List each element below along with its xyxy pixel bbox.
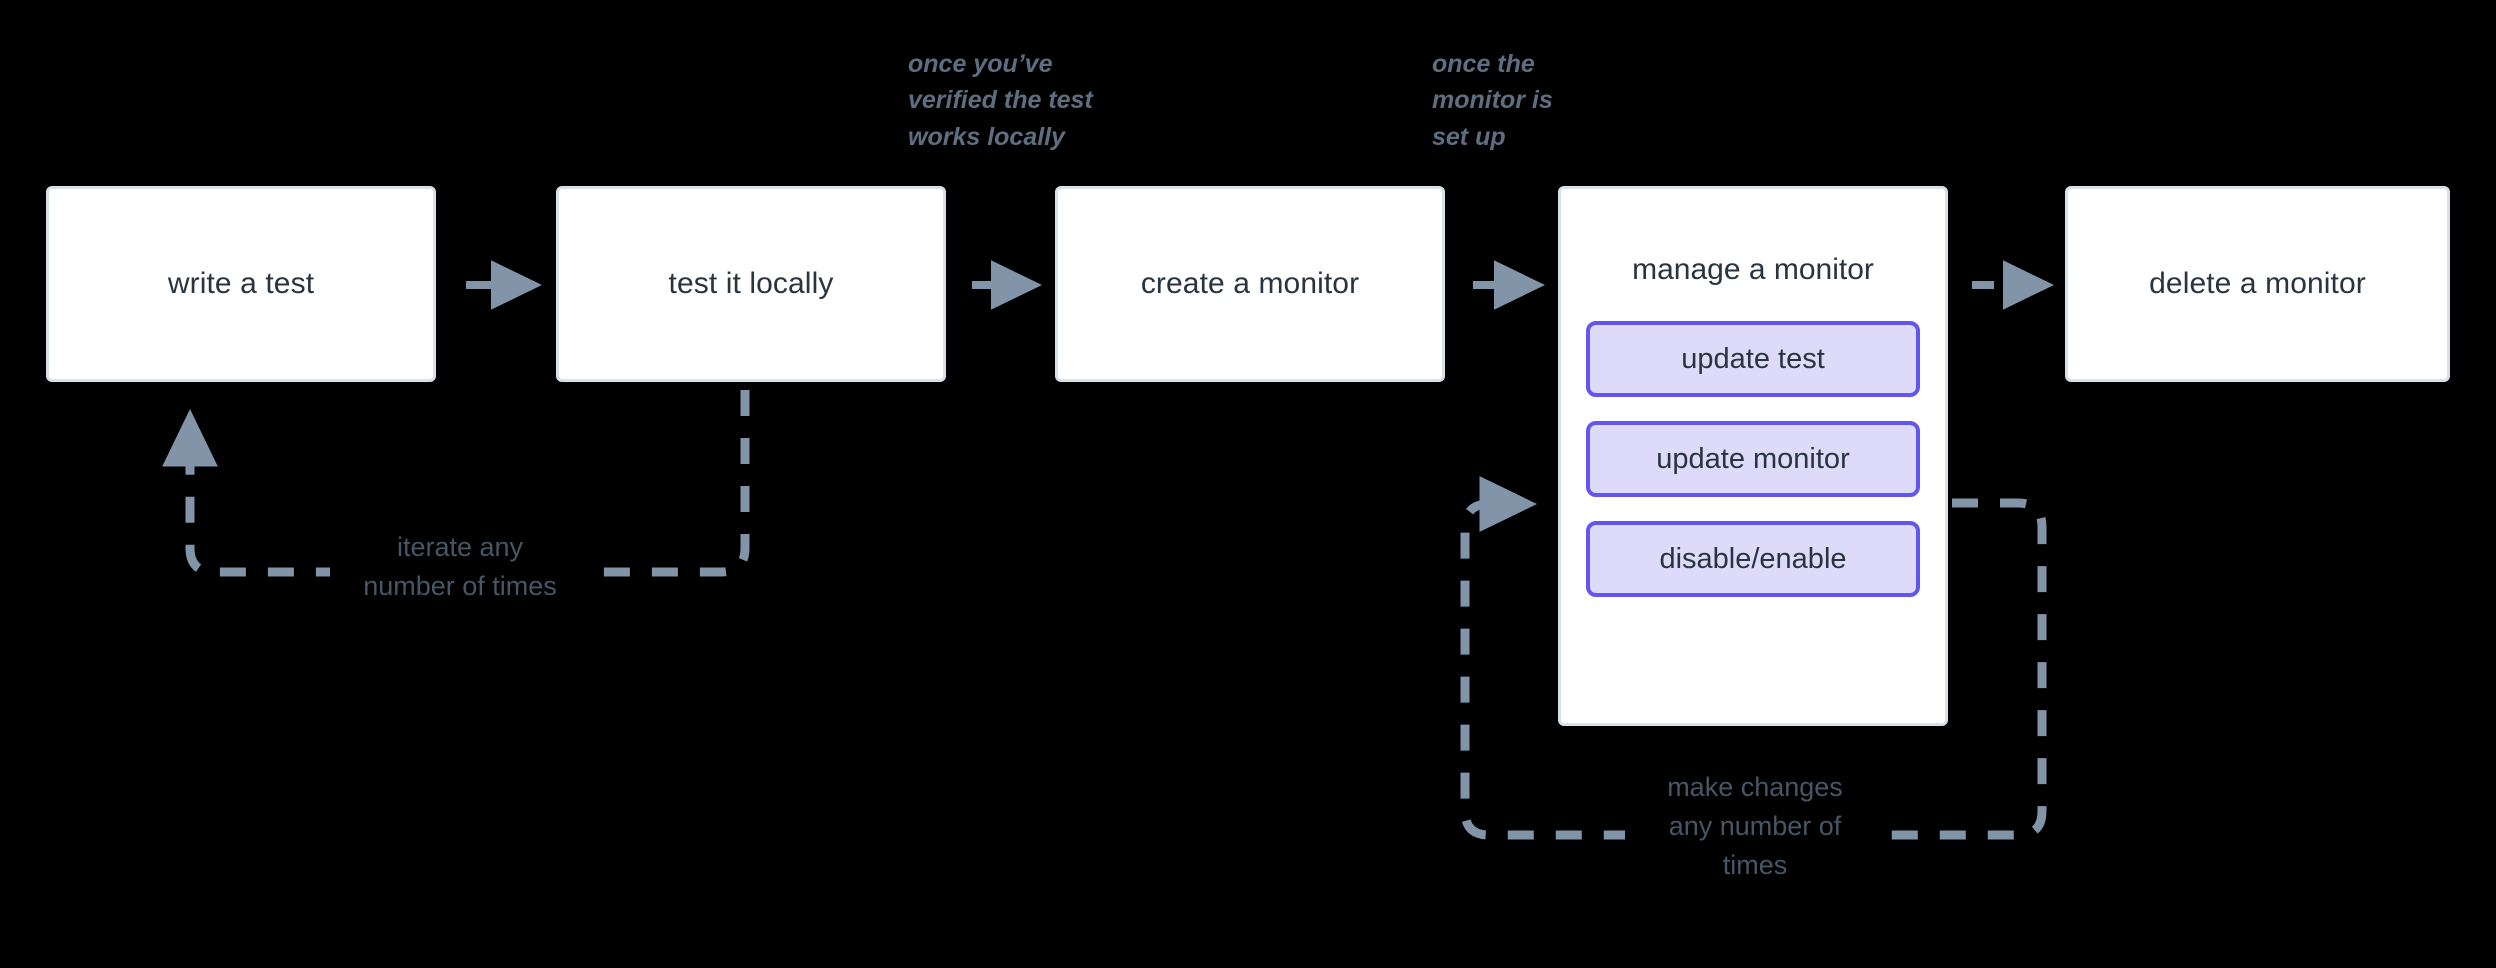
- manage-sub-node-list: update test update monitor disable/enabl…: [1586, 321, 1920, 597]
- annotation-make-changes-loop: make changes any number of times: [1625, 768, 1885, 886]
- node-delete-a-monitor[interactable]: delete a monitor: [2065, 186, 2450, 382]
- node-label-write-a-test: write a test: [167, 267, 315, 300]
- node-write-a-test[interactable]: write a test: [46, 186, 436, 382]
- annotation-once-set-up: once the monitor is set up: [1432, 50, 1553, 151]
- sub-node-disable-enable[interactable]: disable/enable: [1586, 521, 1920, 597]
- sub-node-label-disable-enable: disable/enable: [1659, 542, 1847, 575]
- node-manage-a-monitor[interactable]: manage a monitor update test update moni…: [1558, 186, 1948, 726]
- node-label-test-it-locally: test it locally: [668, 267, 834, 300]
- annotation-once-verified: once you’ve verified the test works loca…: [908, 50, 1093, 151]
- sub-node-update-monitor[interactable]: update monitor: [1586, 421, 1920, 497]
- sub-node-update-test[interactable]: update test: [1586, 321, 1920, 397]
- node-create-a-monitor[interactable]: create a monitor: [1055, 186, 1445, 382]
- node-label-delete-a-monitor: delete a monitor: [2149, 267, 2366, 300]
- sub-node-label-update-test: update test: [1681, 342, 1825, 375]
- node-test-it-locally[interactable]: test it locally: [556, 186, 946, 382]
- annotation-iterate-loop: iterate any number of times: [330, 528, 590, 607]
- sub-node-label-update-monitor: update monitor: [1656, 442, 1850, 475]
- node-label-create-a-monitor: create a monitor: [1140, 267, 1360, 300]
- node-label-manage-a-monitor: manage a monitor: [1632, 253, 1874, 286]
